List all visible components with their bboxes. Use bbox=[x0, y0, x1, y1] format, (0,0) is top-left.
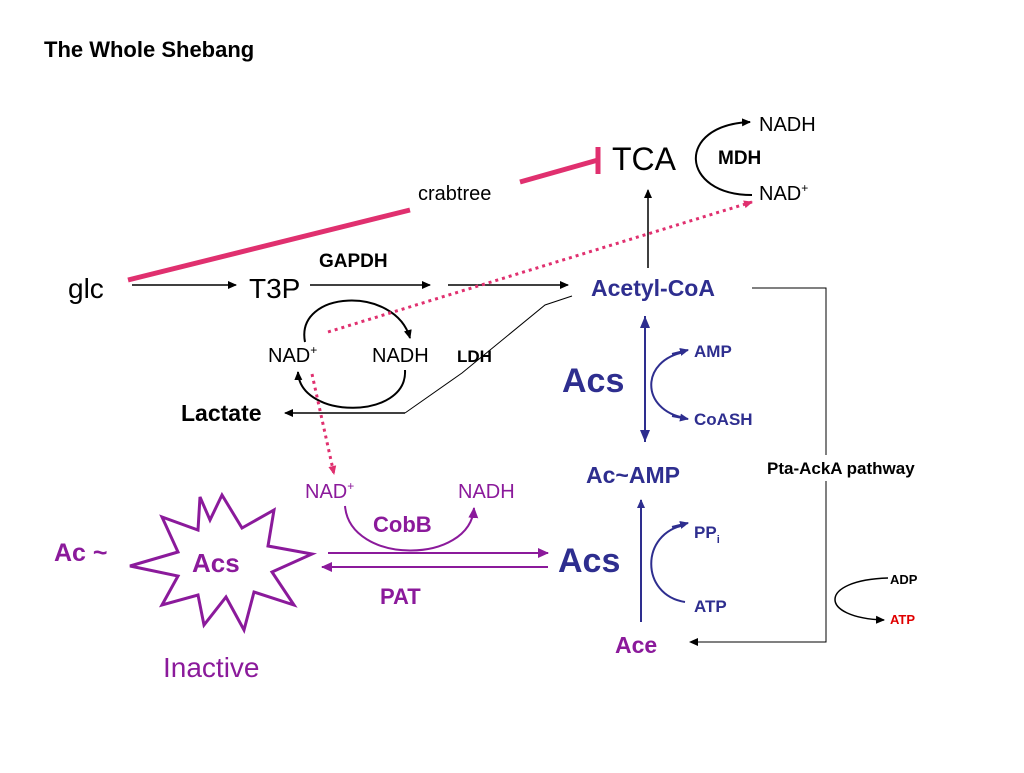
pat-label: PAT bbox=[380, 584, 421, 609]
pta-acka-label: Pta-AckA pathway bbox=[767, 459, 915, 478]
t3p-label: T3P bbox=[249, 273, 300, 304]
ac-amp-label: Ac~AMP bbox=[586, 462, 680, 488]
ppi-label: PPi bbox=[694, 523, 720, 546]
atp-acs-label: ATP bbox=[694, 597, 727, 616]
glc-label: glc bbox=[68, 273, 104, 304]
ppi-arrow bbox=[671, 521, 689, 529]
amp-arrow bbox=[671, 348, 689, 356]
cobb-cofactor-arrow bbox=[344, 505, 479, 552]
atp-red-label: ATP bbox=[890, 612, 915, 627]
coash-label: CoASH bbox=[694, 410, 753, 429]
to-lactate-connector bbox=[404, 295, 573, 414]
ac-tilde-label: Ac ~ bbox=[54, 539, 108, 567]
cobb-nadh-label: NADH bbox=[458, 481, 515, 503]
acs-top-arrow-down bbox=[640, 430, 650, 442]
tca-label: TCA bbox=[612, 141, 677, 177]
amp-label: AMP bbox=[694, 342, 732, 361]
cobb-nad-label: NAD+ bbox=[305, 479, 354, 503]
acs-top-arrow-up bbox=[640, 316, 650, 328]
nad-to-tca-dotted-arrow bbox=[327, 200, 753, 334]
acetyl-coa-label: Acetyl-CoA bbox=[591, 275, 715, 301]
inactive-label: Inactive bbox=[163, 652, 260, 683]
lactate-label: Lactate bbox=[181, 400, 262, 426]
acs-bottom-curve bbox=[650, 524, 686, 603]
acs-inactive-label: Acs bbox=[192, 548, 240, 578]
gapdh-label: GAPDH bbox=[319, 251, 388, 272]
mdh-curved-arrow bbox=[694, 118, 753, 196]
nad-to-cobb-dotted-arrow bbox=[310, 373, 337, 475]
glyc-nad-label: NAD+ bbox=[268, 343, 317, 367]
pta-acka-label-bg bbox=[764, 455, 970, 481]
adp-label: ADP bbox=[890, 572, 918, 587]
ldh-cofactor-arrow bbox=[294, 369, 407, 409]
coash-arrow bbox=[671, 413, 689, 422]
glyc-nadh-label: NADH bbox=[372, 345, 429, 367]
inactive-acs-starburst bbox=[129, 491, 318, 635]
acs-top-curve bbox=[650, 351, 686, 419]
acs-top-label: Acs bbox=[562, 362, 624, 400]
gapdh-cofactor-arrow bbox=[303, 299, 412, 343]
ldh-label: LDH bbox=[457, 347, 492, 366]
page-title: The Whole Shebang bbox=[44, 37, 254, 62]
acs-bottom-label: Acs bbox=[558, 542, 620, 580]
tca-nad-label: NAD+ bbox=[759, 181, 808, 205]
crabtree-label: crabtree bbox=[418, 183, 491, 205]
adp-atp-curved-arrow bbox=[834, 577, 889, 624]
crabtree-line-left bbox=[127, 207, 411, 283]
mdh-label: MDH bbox=[718, 148, 761, 169]
crabtree-line-right bbox=[519, 157, 599, 185]
tca-nadh-label: NADH bbox=[759, 114, 816, 136]
cobb-label: CobB bbox=[373, 512, 432, 537]
ace-label: Ace bbox=[615, 632, 657, 658]
